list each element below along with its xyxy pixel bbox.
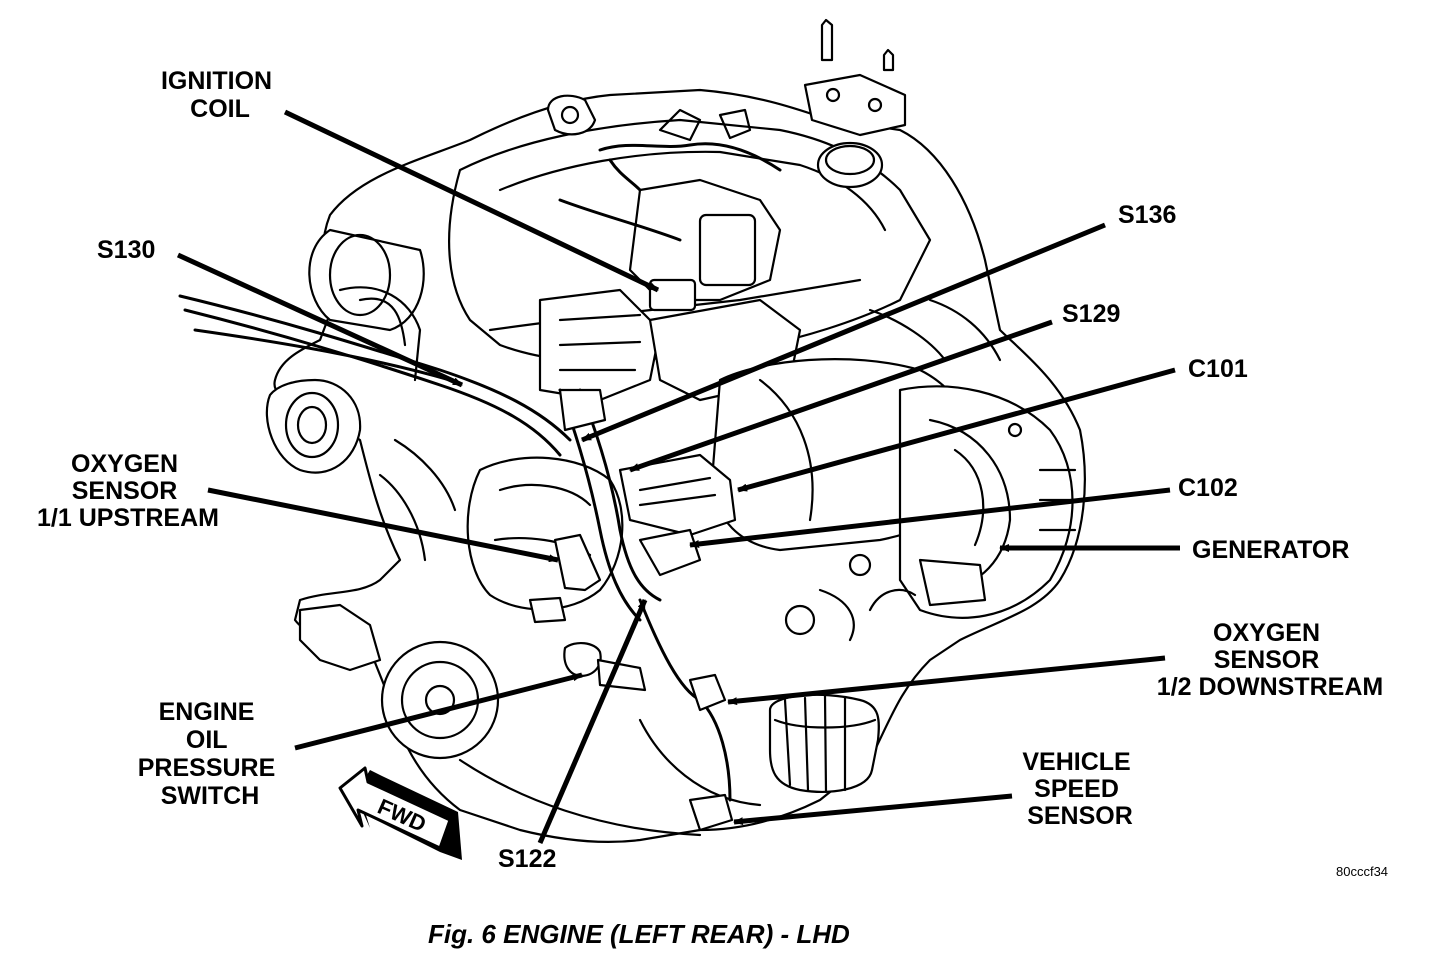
- label-generator: GENERATOR: [1192, 536, 1349, 564]
- label-oxygen-upstream: OXYGEN SENSOR 1/1 UPSTREAM: [37, 450, 219, 532]
- fwd-arrow: FWD: [338, 766, 462, 860]
- leader-oxygen-downstream: [727, 655, 1166, 706]
- label-engine-oil-pressure-switch: ENGINE OIL PRESSURE SWITCH: [138, 698, 283, 810]
- leader-oxygen-upstream: [207, 487, 559, 563]
- label-s130: S130: [97, 236, 155, 264]
- label-oxygen-downstream: OXYGEN SENSOR 1/2 DOWNSTREAM: [1157, 619, 1383, 701]
- label-c102: C102: [1178, 474, 1238, 502]
- label-vehicle-speed-sensor: VEHICLE SPEED SENSOR: [1022, 748, 1137, 830]
- label-s122: S122: [498, 845, 556, 873]
- leader-s129: [629, 319, 1053, 473]
- leader-c101: [737, 367, 1176, 493]
- label-s136: S136: [1118, 201, 1176, 229]
- leader-ignition-coil: [283, 109, 660, 293]
- label-ignition-coil: IGNITION COIL: [161, 67, 279, 123]
- figure-caption: Fig. 6 ENGINE (LEFT REAR) - LHD: [428, 919, 850, 949]
- leader-s122: [537, 599, 648, 844]
- engine-illustration: [178, 18, 1086, 844]
- leader-vehicle-speed: [733, 793, 1013, 826]
- leader-s130: [176, 252, 464, 388]
- label-s129: S129: [1062, 300, 1120, 328]
- figure-reference: 80cccf34: [1336, 864, 1388, 879]
- label-c101: C101: [1188, 355, 1248, 383]
- leader-s136: [581, 222, 1106, 443]
- leader-lines: [176, 109, 1180, 844]
- leader-engine-oil: [294, 672, 583, 751]
- leader-c102: [689, 487, 1171, 548]
